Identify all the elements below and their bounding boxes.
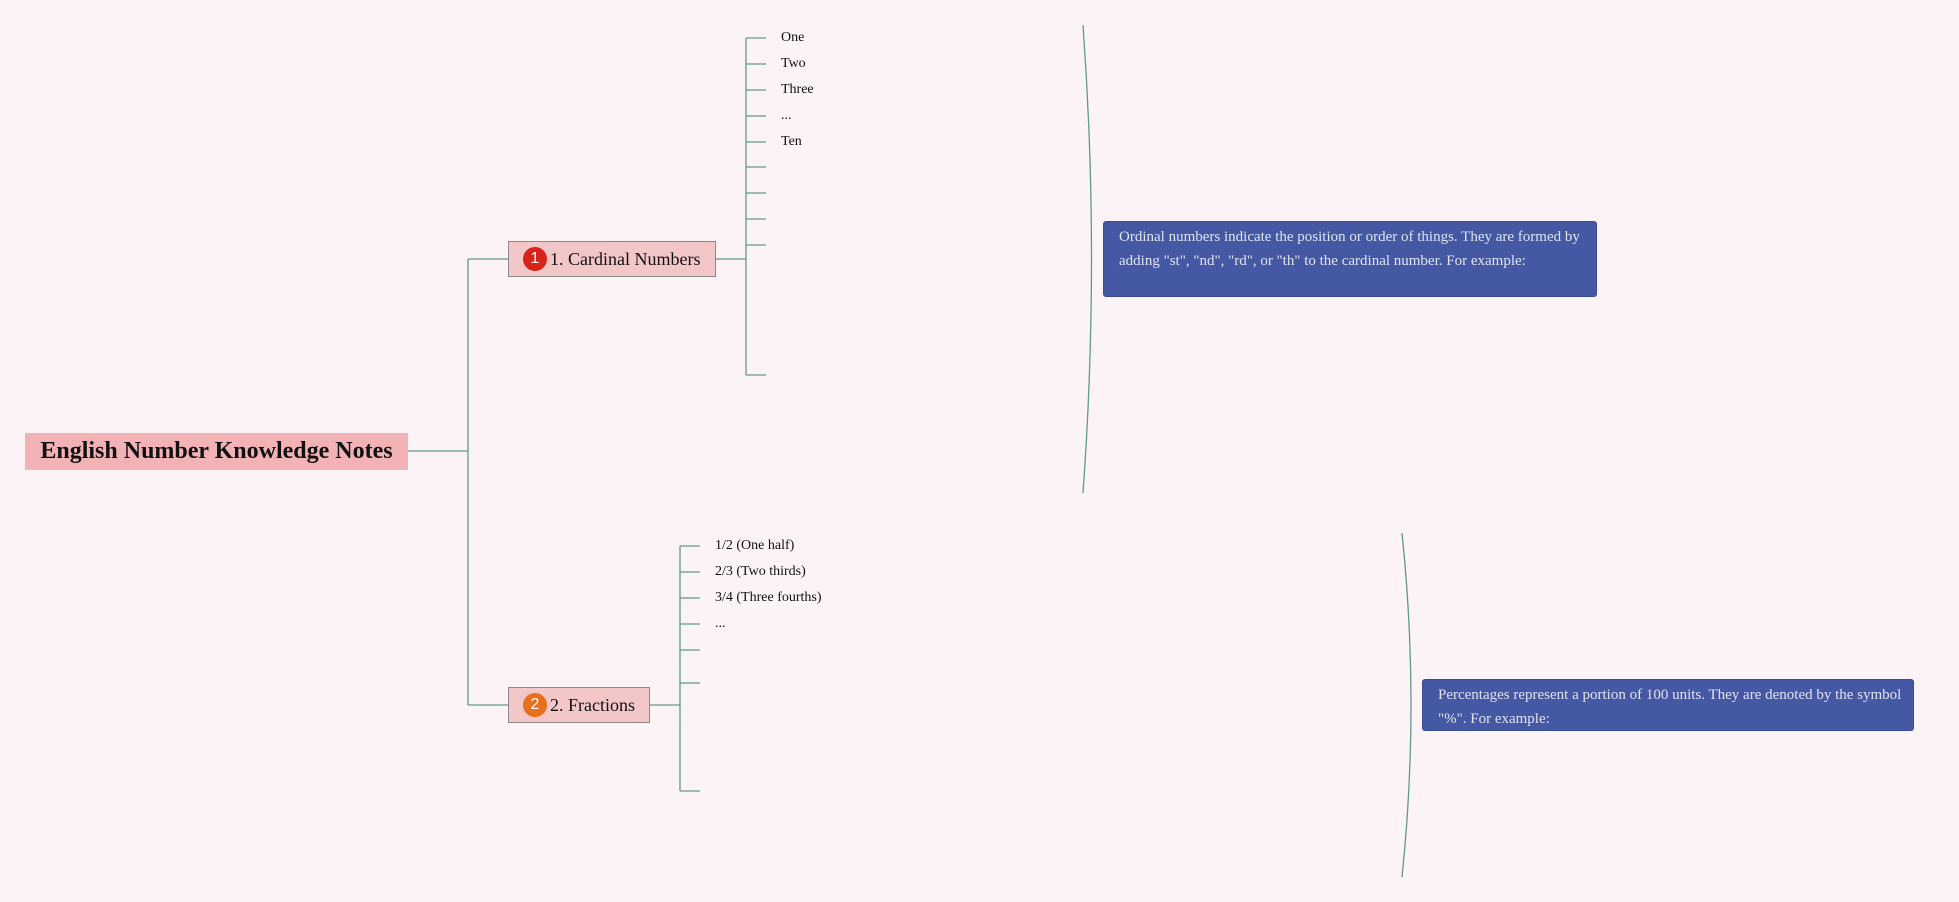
branch-label: 1. Cardinal Numbers <box>550 248 701 269</box>
list-item[interactable]: ... <box>781 108 792 123</box>
root-topic[interactable]: English Number Knowledge Notes <box>25 433 408 470</box>
list-item[interactable]: 2/3 (Two thirds) <box>715 564 806 579</box>
list-item[interactable]: Two <box>781 56 806 71</box>
summary-brace-1 <box>1082 24 1093 494</box>
summary-note-ordinal[interactable]: Ordinal numbers indicate the position or… <box>1103 221 1597 297</box>
root-title: English Number Knowledge Notes <box>40 438 393 464</box>
list-item[interactable]: 1/2 (One half) <box>715 538 795 553</box>
root-connector <box>408 258 508 706</box>
list-item[interactable]: Ten <box>781 134 802 149</box>
note-text: Percentages represent a portion of 100 u… <box>1438 687 1902 727</box>
priority-2-icon: 2 <box>523 693 547 717</box>
branch-1-connector <box>716 37 766 376</box>
list-item[interactable]: ... <box>715 616 726 631</box>
summary-note-percentages[interactable]: Percentages represent a portion of 100 u… <box>1422 679 1914 731</box>
list-item[interactable]: 3/4 (Three fourths) <box>715 590 822 605</box>
list-item[interactable]: One <box>781 30 805 45</box>
branch-2-connector <box>650 545 700 792</box>
branch-fractions[interactable]: 2 2. Fractions <box>508 687 650 723</box>
branch-label: 2. Fractions <box>550 694 635 715</box>
note-text: Ordinal numbers indicate the position or… <box>1119 229 1580 269</box>
branch-cardinal-numbers[interactable]: 1 1. Cardinal Numbers <box>508 241 716 277</box>
priority-1-icon: 1 <box>523 247 547 271</box>
list-item[interactable]: Three <box>781 82 814 97</box>
summary-brace-2 <box>1401 532 1412 878</box>
